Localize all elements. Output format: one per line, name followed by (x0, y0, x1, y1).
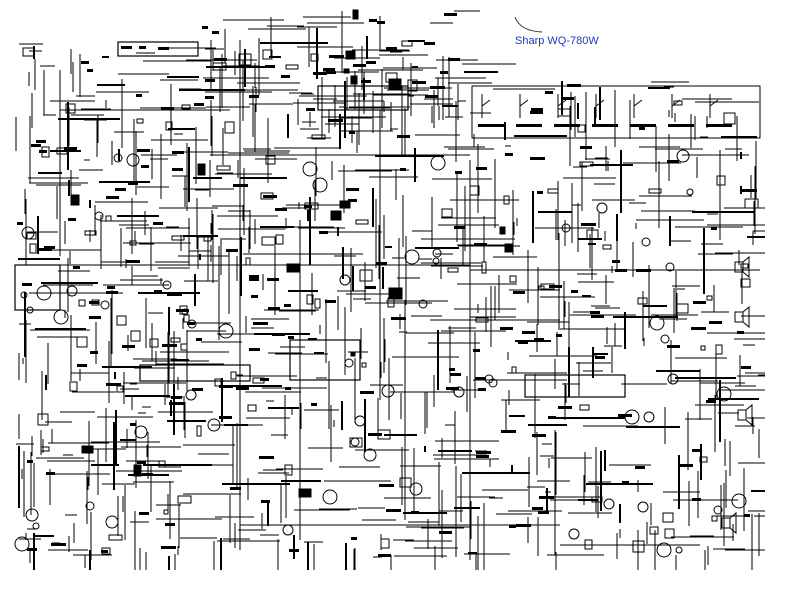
schematic-title: Sharp WQ-780W (515, 35, 599, 47)
schematic-component-labels (17, 13, 757, 557)
title-swoosh-mark (514, 16, 543, 33)
schematic-wiring (15, 10, 765, 570)
schematic-components (14, 9, 761, 558)
